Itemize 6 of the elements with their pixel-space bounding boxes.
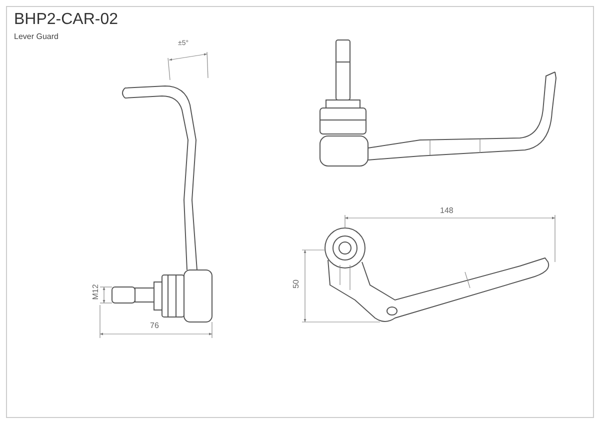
subtitle: Lever Guard	[14, 33, 58, 41]
dimension-label: M12	[92, 284, 100, 300]
dimension-label: 76	[150, 322, 159, 330]
dimension-label: 148	[440, 207, 454, 215]
dimension-label: 50	[292, 280, 300, 288]
drawing-title: BHP2-CAR-02	[14, 12, 118, 28]
